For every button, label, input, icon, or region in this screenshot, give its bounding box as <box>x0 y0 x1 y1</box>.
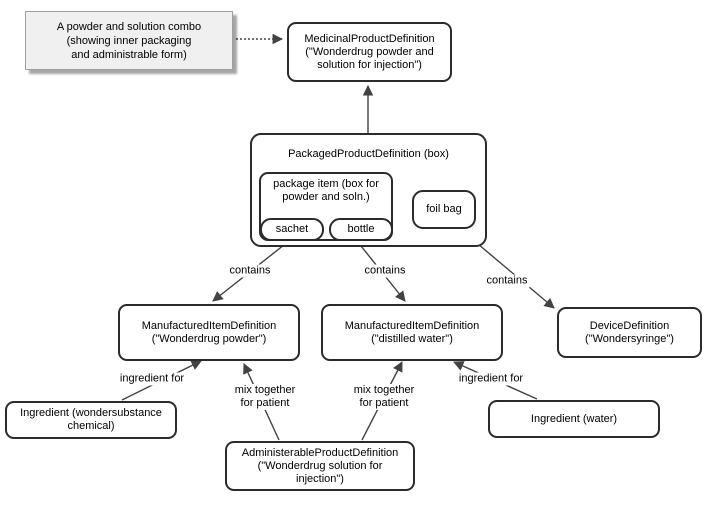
node-package-item: package item (box for powder and soln.) … <box>259 172 393 241</box>
node-packaged-product-definition: PackagedProductDefinition (box) package … <box>250 133 487 247</box>
node-medicinal-product-definition: MedicinalProductDefinition ("Wonderdrug … <box>287 22 452 82</box>
node-administrable-product-definition: AdministerableProductDefinition ("Wonder… <box>225 441 415 491</box>
edge-label-mix-together-right: mix together for patient <box>351 384 417 410</box>
node-bottle: bottle <box>329 218 393 241</box>
node-manufactured-item-powder: ManufacturedItemDefinition ("Wonderdrug … <box>118 304 300 361</box>
node-ingredient-water: Ingredient (water) <box>488 400 660 438</box>
note-powder-solution-combo: A powder and solution combo (showing inn… <box>25 11 233 70</box>
node-manufactured-item-water: ManufacturedItemDefinition ("distilled w… <box>321 304 503 361</box>
edge-label-ingredient-for-left: ingredient for <box>117 372 187 386</box>
packaged-product-label: PackagedProductDefinition (box) <box>288 148 449 160</box>
edge-label-contains-1: contains <box>227 264 273 278</box>
node-device-definition: DeviceDefinition ("Wondersyringe") <box>557 307 702 358</box>
node-foil-bag: foil bag <box>412 190 476 229</box>
node-ingredient-chemical: Ingredient (wondersubstance chemical) <box>5 401 177 439</box>
edge-label-contains-2: contains <box>362 264 408 278</box>
edge-label-contains-3: contains <box>484 274 530 288</box>
edge-label-mix-together-left: mix together for patient <box>232 384 298 410</box>
edge-label-ingredient-for-right: ingredient for <box>456 372 526 386</box>
package-item-label: package item (box for powder and soln.) <box>273 178 379 203</box>
node-sachet: sachet <box>260 218 324 241</box>
